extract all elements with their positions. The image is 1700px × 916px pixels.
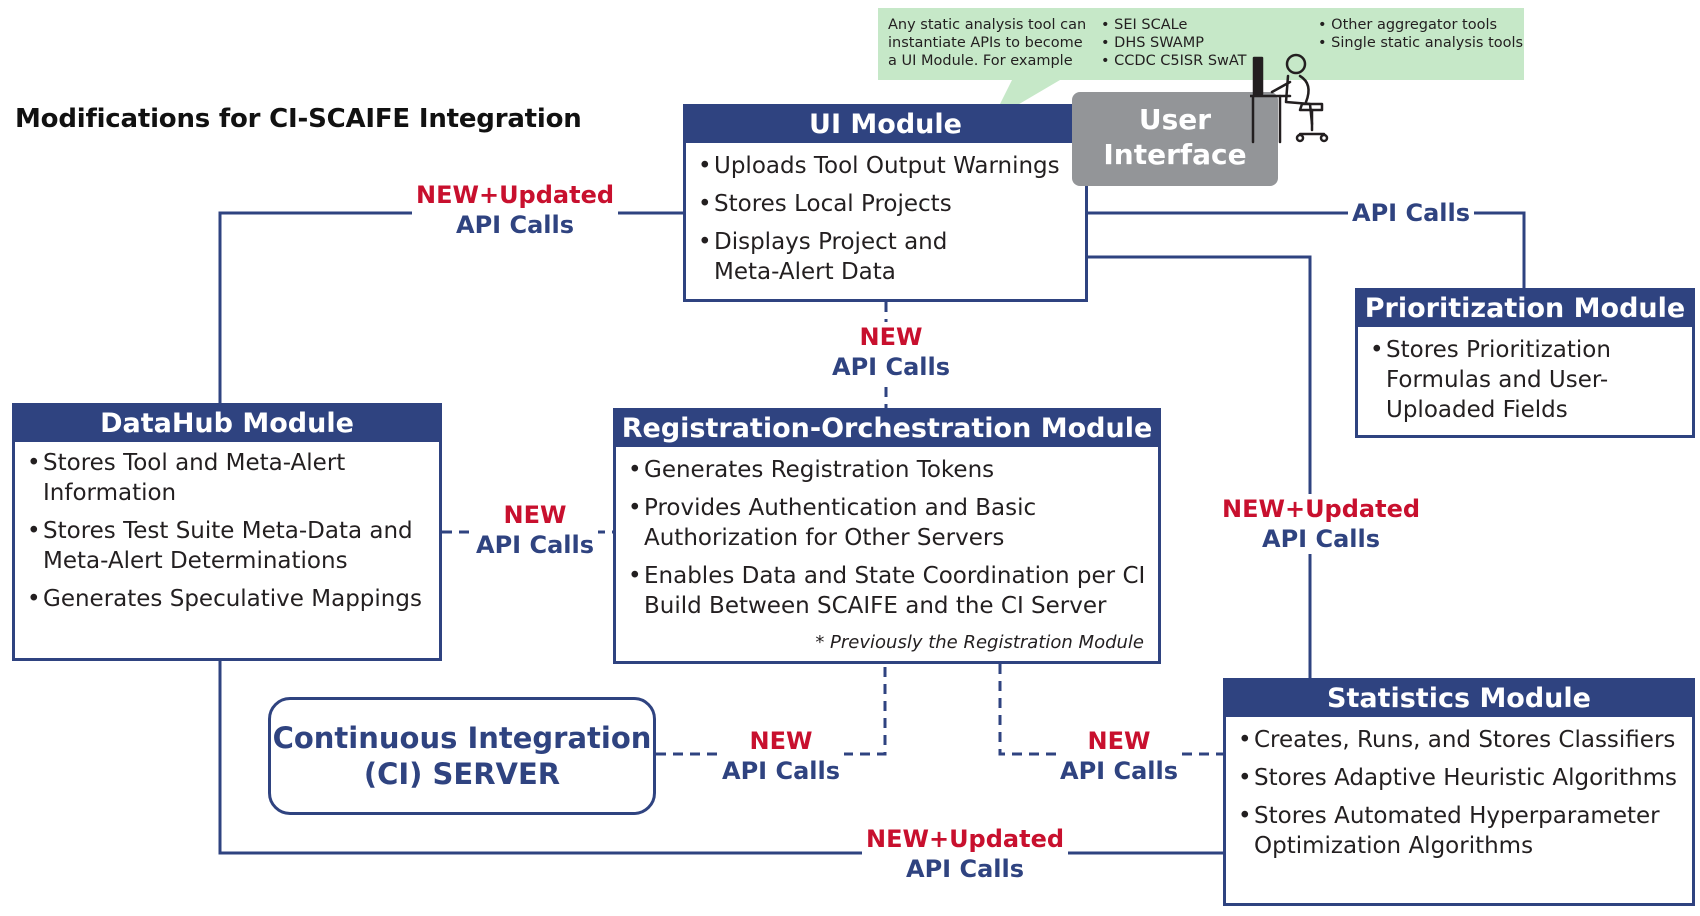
registration-module-footnote: * Previously the Registration Module	[815, 632, 1144, 653]
bullet-icon: •	[1238, 765, 1252, 791]
conn-label-datahub-registration: NEW API Calls	[472, 500, 598, 560]
callout-other-list: • Other aggregator tools • Single static…	[1318, 16, 1538, 52]
registration-module-title: Registration-Orchestration Module	[616, 411, 1158, 447]
callout-line: • CCDC C5ISR SwAT	[1101, 53, 1247, 69]
ci-server-box: Continuous Integration (CI) SERVER	[268, 697, 656, 815]
bullet-icon: •	[1238, 803, 1252, 829]
list-item: •Stores Local Projects	[698, 191, 952, 217]
diagram-title: Modifications for CI-SCAIFE Integration	[15, 104, 582, 134]
bullet-icon: •	[698, 191, 712, 217]
callout-description: Any static analysis tool can instantiate…	[888, 16, 1088, 70]
datahub-module-title: DataHub Module	[15, 406, 439, 442]
conn-label-ui-registration: NEW API Calls	[828, 322, 954, 382]
user-interface-box: User Interface	[1072, 92, 1278, 186]
callout-examples-list: • SEI SCALe • DHS SWAMP • CCDC C5ISR SwA…	[1101, 16, 1301, 70]
bullet-icon: •	[628, 495, 642, 521]
bullet-icon: •	[27, 450, 41, 476]
list-item: •Stores Tool and Meta-Alert Information	[27, 450, 346, 506]
list-item: •Generates Registration Tokens	[628, 457, 995, 483]
bullet-icon: •	[27, 586, 41, 612]
list-item: •Stores Test Suite Meta-Data and Meta-Al…	[27, 518, 413, 574]
bullet-icon: •	[27, 518, 41, 544]
list-item: •Generates Speculative Mappings	[27, 586, 422, 612]
conn-label-ui-statistics: NEW+Updated API Calls	[1218, 494, 1425, 554]
bullet-icon: •	[628, 563, 642, 589]
registration-orchestration-module: Registration-Orchestration Module •Gener…	[613, 408, 1161, 664]
user-interface-label-line1: User	[1138, 103, 1212, 136]
conn-label-ci-registration: NEW API Calls	[718, 726, 844, 786]
list-item: •Creates, Runs, and Stores Classifiers	[1238, 727, 1676, 753]
conn-label-ui-datahub: NEW+Updated API Calls	[412, 180, 619, 240]
statistics-module: Statistics Module •Creates, Runs, and St…	[1223, 678, 1695, 906]
callout-line: a UI Module. For example	[888, 53, 1073, 69]
conn-label-ui-prioritization: API Calls	[1348, 198, 1474, 228]
user-at-desk-icon	[1250, 53, 1329, 144]
ci-server-label-line2: (CI) SERVER	[363, 757, 561, 791]
list-item: •Stores Automated Hyperparameter Optimiz…	[1238, 803, 1660, 859]
bullet-icon: •	[628, 457, 642, 483]
list-item: •Stores Adaptive Heuristic Algorithms	[1238, 765, 1678, 791]
bullet-icon: •	[698, 229, 712, 255]
callout-line: • DHS SWAMP	[1101, 35, 1204, 51]
bullet-icon: •	[1238, 727, 1252, 753]
datahub-module: DataHub Module •Stores Tool and Meta-Ale…	[12, 403, 442, 661]
ui-module: UI Module •Uploads Tool Output Warnings …	[683, 104, 1088, 302]
list-item: •Provides Authentication and Basic Autho…	[628, 495, 1037, 551]
ui-module-title: UI Module	[686, 107, 1085, 143]
prioritization-module: Prioritization Module •Stores Prioritiza…	[1355, 288, 1695, 438]
bullet-icon: •	[1370, 337, 1384, 363]
user-interface-label-line2: Interface	[1103, 138, 1247, 171]
ci-server-label-line1: Continuous Integration	[272, 721, 652, 755]
bullet-icon: •	[698, 153, 712, 179]
callout-line: • SEI SCALe	[1101, 17, 1188, 33]
callout-line: • Single static analysis tools	[1318, 35, 1524, 51]
list-item: •Enables Data and State Coordination per…	[628, 563, 1146, 619]
callout-line: Any static analysis tool can	[888, 17, 1087, 33]
list-item: •Displays Project and Meta-Alert Data	[698, 229, 948, 285]
wire-ui-prioritization	[1088, 211, 1526, 288]
statistics-module-title: Statistics Module	[1226, 681, 1692, 717]
list-item: •Uploads Tool Output Warnings	[698, 153, 1060, 179]
conn-label-datahub-statistics: NEW+Updated API Calls	[862, 824, 1069, 884]
list-item: •Stores Prioritization Formulas and User…	[1370, 337, 1611, 423]
prioritization-module-title: Prioritization Module	[1358, 291, 1692, 327]
callout-line: • Other aggregator tools	[1318, 17, 1498, 33]
conn-label-registration-statistics: NEW API Calls	[1056, 726, 1182, 786]
callout-line: instantiate APIs to become	[888, 35, 1083, 51]
